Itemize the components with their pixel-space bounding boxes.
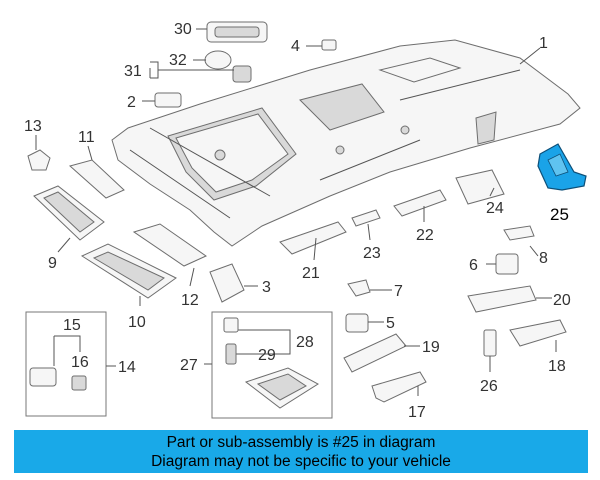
callout-25: 25 xyxy=(550,205,569,224)
part-22 xyxy=(393,189,447,217)
callout-30: 30 xyxy=(174,21,192,38)
callout-19: 19 xyxy=(422,339,440,356)
part-27-housing xyxy=(244,367,319,409)
part-25-highlighted xyxy=(537,143,587,191)
callout-27: 27 xyxy=(180,357,198,374)
part-26 xyxy=(483,329,497,357)
part-21 xyxy=(279,221,347,255)
callout-11: 11 xyxy=(78,129,95,146)
callout-3: 3 xyxy=(262,279,271,296)
part-12 xyxy=(132,223,208,267)
part-18 xyxy=(509,319,567,347)
part-10 xyxy=(80,243,177,299)
callout-9: 9 xyxy=(48,255,57,272)
box-14 xyxy=(25,311,107,417)
callout-13: 13 xyxy=(24,118,42,135)
part-19 xyxy=(343,333,407,373)
callout-16: 16 xyxy=(71,354,89,371)
part-6 xyxy=(495,253,519,275)
part-30 xyxy=(206,21,268,43)
part-15 xyxy=(29,367,57,387)
callout-26: 26 xyxy=(480,378,498,395)
part-11 xyxy=(68,159,125,199)
callout-12: 12 xyxy=(181,292,199,309)
headliner-part xyxy=(111,39,581,247)
callout-21: 21 xyxy=(302,265,320,282)
callout-20: 20 xyxy=(553,292,571,309)
part-4 xyxy=(321,39,337,51)
callout-7: 7 xyxy=(394,283,403,300)
part-32 xyxy=(204,50,232,70)
callout-28: 28 xyxy=(296,334,314,351)
part-5 xyxy=(345,313,369,333)
callout-29: 29 xyxy=(258,347,276,364)
part-29 xyxy=(225,343,237,365)
part-13 xyxy=(27,149,51,171)
callout-32: 32 xyxy=(169,52,187,69)
part-7 xyxy=(347,279,371,297)
callout-23: 23 xyxy=(363,245,381,262)
part-8 xyxy=(503,225,535,241)
banner-line-2: Diagram may not be specific to your vehi… xyxy=(151,453,451,470)
callout-31: 31 xyxy=(124,63,142,80)
callout-1: 1 xyxy=(539,35,548,52)
info-banner: Part or sub-assembly is #25 in diagram D… xyxy=(14,430,588,473)
parts-diagram: 1 30 4 32 31 2 13 11 9 xyxy=(24,21,587,421)
callout-6: 6 xyxy=(469,257,478,274)
part-24 xyxy=(455,169,505,205)
banner-line-1: Part or sub-assembly is #25 in diagram xyxy=(166,434,436,451)
part-3 xyxy=(209,263,245,303)
part-17 xyxy=(371,371,427,403)
callout-22: 22 xyxy=(416,227,434,244)
callout-17: 17 xyxy=(408,404,426,421)
callout-5: 5 xyxy=(386,315,395,332)
callout-24: 24 xyxy=(486,200,504,217)
callout-15: 15 xyxy=(63,317,81,334)
part-9 xyxy=(33,185,105,241)
callout-2: 2 xyxy=(127,94,136,111)
callout-8: 8 xyxy=(539,250,548,267)
part-31 xyxy=(232,65,252,83)
part-16 xyxy=(71,375,87,391)
box-27 xyxy=(211,311,333,419)
part-2 xyxy=(154,92,182,108)
part-20 xyxy=(467,285,537,313)
part-23 xyxy=(351,209,381,227)
callout-4: 4 xyxy=(291,38,300,55)
callout-10: 10 xyxy=(128,314,146,331)
callout-14: 14 xyxy=(118,359,136,376)
callout-18: 18 xyxy=(548,358,566,375)
part-28 xyxy=(223,317,239,333)
